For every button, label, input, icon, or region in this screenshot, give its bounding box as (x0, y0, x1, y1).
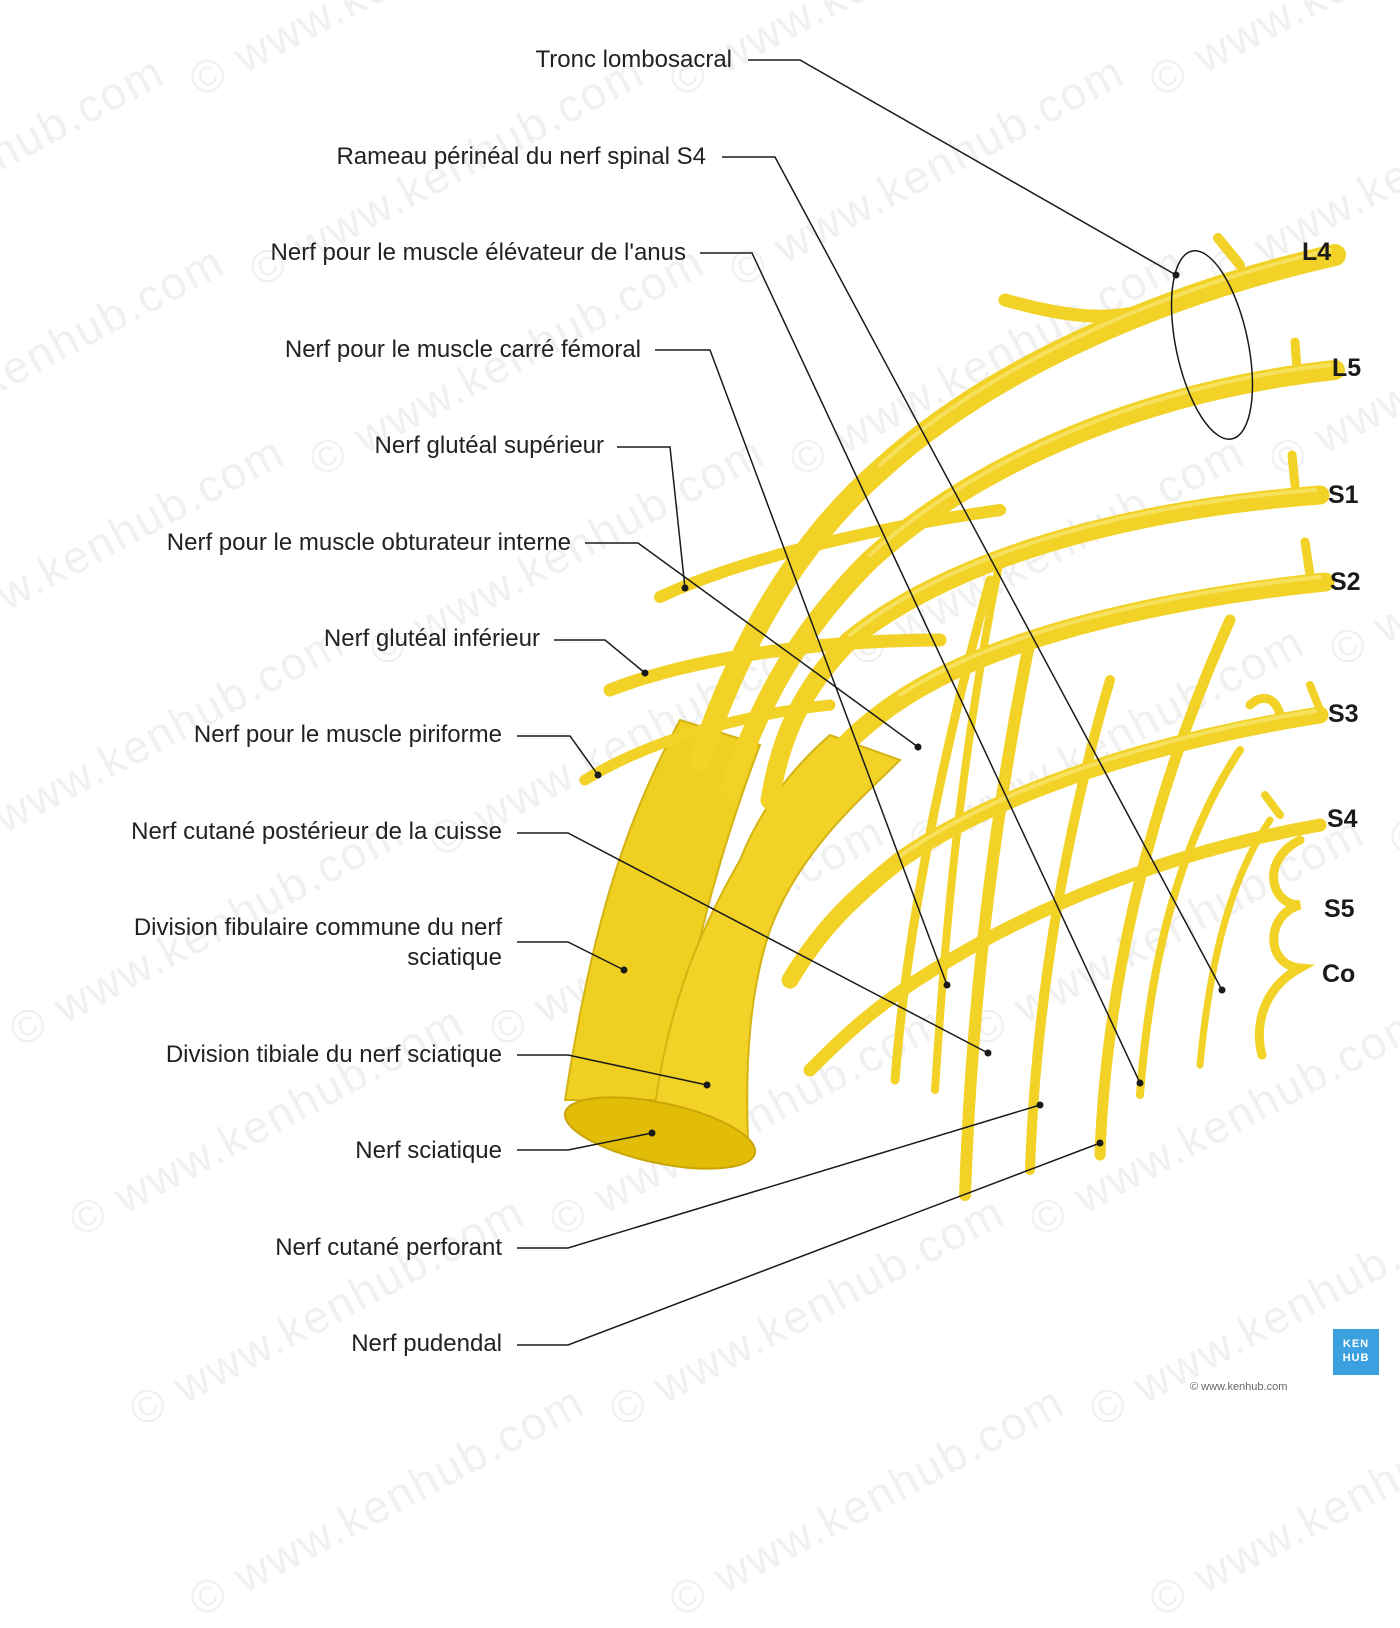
label-nerf-elevateur-anus: Nerf pour le muscle élévateur de l'anus (270, 239, 686, 266)
label-tronc-lombosacral: Tronc lombosacral (535, 46, 732, 73)
label-nerf-carre-femoral: Nerf pour le muscle carré fémoral (284, 336, 641, 363)
trunk-s1 (760, 485, 1330, 810)
lumbosacral-trunk-ring (1170, 250, 1254, 440)
leader-tronc (748, 59, 1177, 276)
root-label-co: Co (1322, 960, 1356, 988)
root-label-s2: S2 (1330, 568, 1361, 596)
trunk-l5 (720, 360, 1345, 800)
descending-1 (890, 575, 995, 1085)
descending-2 (931, 556, 1004, 1094)
trunk-l4 (689, 244, 1346, 771)
label-nerf-piriforme: Nerf pour le muscle piriforme (193, 721, 502, 748)
hl-l5 (868, 363, 1332, 557)
root-label-s3: S3 (1328, 700, 1359, 728)
hl-s2 (898, 575, 1322, 697)
leader-lines (517, 59, 1223, 1346)
s3-stub (1245, 694, 1285, 720)
hl-l4 (878, 248, 1332, 467)
leader-perforant (517, 1104, 1041, 1249)
label-nerf-obturateur-interne: Nerf pour le muscle obturateur interne (166, 529, 571, 556)
root-label-s5: S5 (1324, 895, 1355, 923)
watermark-text: © www.kenhub.com (1140, 1374, 1400, 1627)
descending-6 (1136, 746, 1244, 1099)
label-nerf-cutane-posterieur: Nerf cutané postérieur de la cuisse (131, 818, 502, 845)
copyright-text: © www.kenhub.com (1190, 1381, 1288, 1393)
leader-piriforme (517, 735, 599, 776)
trunk-s2 (790, 572, 1335, 840)
leader-cutane-post (517, 832, 989, 1054)
label-nerf-gluteal-superieur: Nerf glutéal supérieur (374, 432, 604, 459)
sciatic-cross-section (563, 1096, 757, 1170)
watermark-text: © www.kenhub.com (180, 1374, 593, 1627)
tibial-division (653, 733, 902, 1142)
s4-stub (1261, 791, 1284, 819)
leader-gluteal-sup (617, 446, 686, 589)
leader-carre (655, 349, 948, 986)
leader-obturateur (585, 542, 919, 748)
leader-gluteal-inf (554, 639, 646, 674)
s4-stub-2 (1306, 681, 1324, 714)
leader-tibiale (517, 1054, 708, 1086)
label-nerf-pudendal: Nerf pudendal (351, 1330, 502, 1357)
watermark-text: © www.kenhub.com (660, 1374, 1073, 1627)
descending-5 (1094, 614, 1236, 1161)
kenhub-logo: KEN HUB (1333, 1329, 1379, 1375)
s2-stub (1300, 537, 1315, 580)
root-label-s1: S1 (1328, 481, 1359, 509)
logo-line1: KEN (1342, 1338, 1370, 1350)
gluteal-inf (603, 633, 947, 697)
leader-dots (594, 271, 1226, 1147)
hl-s3 (898, 709, 1317, 858)
s1-stub (1287, 450, 1300, 490)
coccygeal-loop (1254, 835, 1316, 1060)
nerve-highlights (848, 248, 1332, 858)
leader-fibulaire (517, 941, 625, 971)
leader-pudendal (517, 1142, 1101, 1346)
descending-3 (959, 634, 1036, 1201)
root-label-s4: S4 (1327, 805, 1358, 833)
leader-sciatique (517, 1132, 653, 1151)
leader-elevateur (700, 252, 1141, 1084)
sciatic-nerve-trunk (563, 718, 902, 1170)
label-nerf-sciatique: Nerf sciatique (355, 1137, 502, 1164)
nerve-branches (579, 233, 1346, 1201)
label-division-tibiale: Division tibiale du nerf sciatique (165, 1041, 502, 1068)
logo-line2: HUB (1342, 1352, 1370, 1364)
hl-s1 (848, 488, 1317, 637)
trunk-s3 (781, 706, 1329, 989)
label-nerf-gluteal-inferieur: Nerf glutéal inférieur (323, 625, 540, 652)
nerve-illustration (517, 59, 1346, 1346)
label-nerf-cutane-perforant: Nerf cutané perforant (275, 1234, 502, 1261)
descending-7 (1196, 816, 1274, 1069)
leader-perineal (722, 156, 1223, 991)
l4-stub (1213, 233, 1245, 270)
root-label-l5: L5 (1332, 354, 1362, 382)
l5-stub (1290, 337, 1302, 375)
piriformis-branch (579, 699, 836, 786)
label-division-fibulaire-line2: sciatique (407, 944, 502, 971)
label-rameau-perineal: Rameau périnéal du nerf spinal S4 (336, 143, 706, 170)
label-division-fibulaire: Division fibulaire commune du nerf (133, 914, 502, 941)
trunk-l4-upper (998, 293, 1167, 323)
root-label-l4: L4 (1302, 238, 1332, 266)
